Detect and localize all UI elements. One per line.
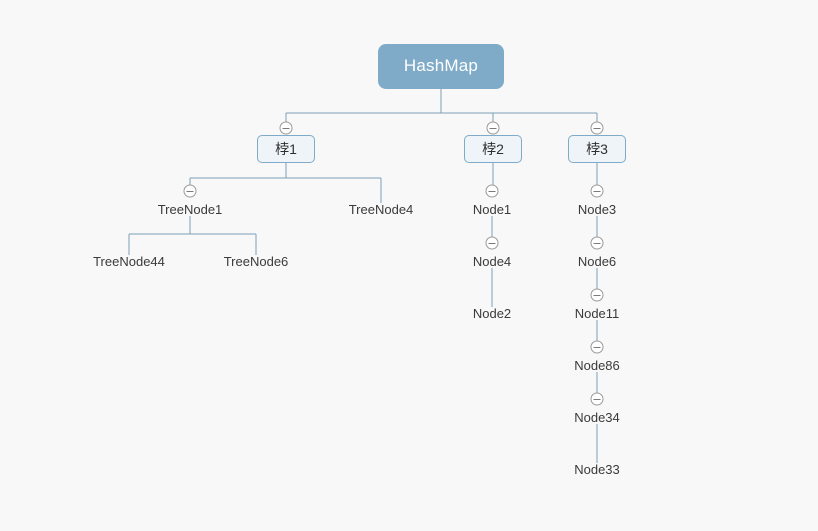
collapse-minus-icon[interactable] <box>590 236 604 250</box>
collapse-minus-icon[interactable] <box>590 288 604 302</box>
node-node33[interactable]: Node33 <box>574 462 620 477</box>
node-bucket-3[interactable]: 桲3 <box>568 135 626 163</box>
node-treenode4[interactable]: TreeNode4 <box>348 202 414 217</box>
node-node4[interactable]: Node4 <box>472 254 512 269</box>
node-node1[interactable]: Node1 <box>472 202 512 217</box>
collapse-minus-icon[interactable] <box>486 121 500 135</box>
node-treenode6[interactable]: TreeNode6 <box>223 254 289 269</box>
node-label: 桲2 <box>482 141 504 157</box>
node-treenode1[interactable]: TreeNode1 <box>157 202 223 217</box>
node-node6[interactable]: Node6 <box>577 254 617 269</box>
collapse-minus-icon[interactable] <box>590 392 604 406</box>
collapse-minus-icon[interactable] <box>590 340 604 354</box>
node-bucket-2[interactable]: 桲2 <box>464 135 522 163</box>
collapse-minus-icon[interactable] <box>183 184 197 198</box>
collapse-minus-icon[interactable] <box>590 121 604 135</box>
node-hashmap-root[interactable]: HashMap <box>378 43 504 89</box>
node-node11[interactable]: Node11 <box>574 306 620 321</box>
collapse-minus-icon[interactable] <box>485 236 499 250</box>
node-label: HashMap <box>403 56 479 75</box>
collapse-minus-icon[interactable] <box>279 121 293 135</box>
node-bucket-1[interactable]: 桲1 <box>257 135 315 163</box>
node-node34[interactable]: Node34 <box>574 410 620 425</box>
node-label: 桲1 <box>275 141 297 157</box>
collapse-minus-icon[interactable] <box>590 184 604 198</box>
collapse-minus-icon[interactable] <box>485 184 499 198</box>
node-node2[interactable]: Node2 <box>472 306 512 321</box>
node-node86[interactable]: Node86 <box>574 358 620 373</box>
node-label: 桲3 <box>586 141 608 157</box>
node-treenode44[interactable]: TreeNode44 <box>93 254 165 269</box>
node-node3[interactable]: Node3 <box>577 202 617 217</box>
